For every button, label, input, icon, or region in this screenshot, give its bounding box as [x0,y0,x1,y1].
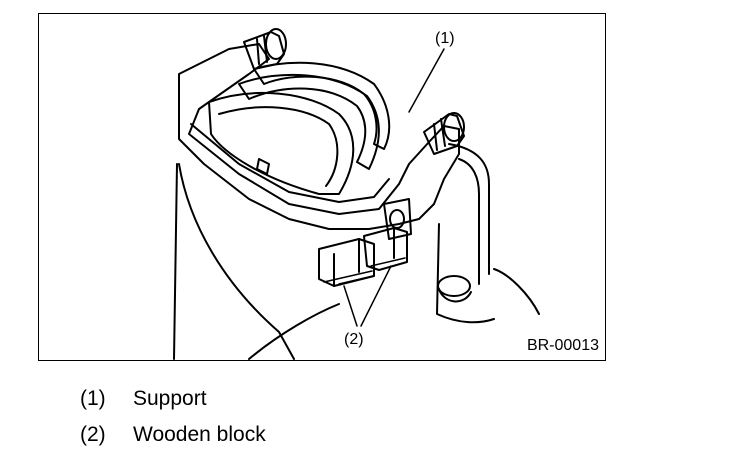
rotor-arc-lower [248,303,340,360]
support-frame-inner [190,123,390,203]
wooden-block-hatching [323,257,406,285]
callout-2-label: (2) [344,331,364,348]
disc-rotor-outline-inner [173,163,178,360]
callout-1-label: (1) [435,30,455,47]
pad-clip [256,158,270,175]
hub-bolt [437,275,471,297]
brake-pad-inner [208,92,355,195]
legend-item-number: (2) [80,423,106,446]
figure-code: BR-00013 [526,337,599,354]
figure-frame: (1) (2) BR-00013 [38,13,606,361]
callout-1-leader [408,48,445,113]
right-guide-pin-cap [443,112,465,142]
disc-rotor-outline [178,163,295,360]
hub-body-right-inner [436,223,495,324]
caliper-support-illustration [173,28,540,360]
legend-item-text: Wooden block [133,423,266,446]
brake-pad-mid [238,73,380,170]
callout-2-leader-right [360,265,392,327]
pad-backing-plate [218,106,339,187]
support-frame-outer [178,43,460,230]
callout-2-leader-left [343,285,358,327]
left-guide-pin-cap [265,28,287,60]
hub-body-right [448,143,490,275]
legend-item-text: Support [133,387,207,410]
support-lug [383,198,412,240]
legend-item-number: (1) [80,387,106,410]
wooden-block-right [363,227,408,271]
